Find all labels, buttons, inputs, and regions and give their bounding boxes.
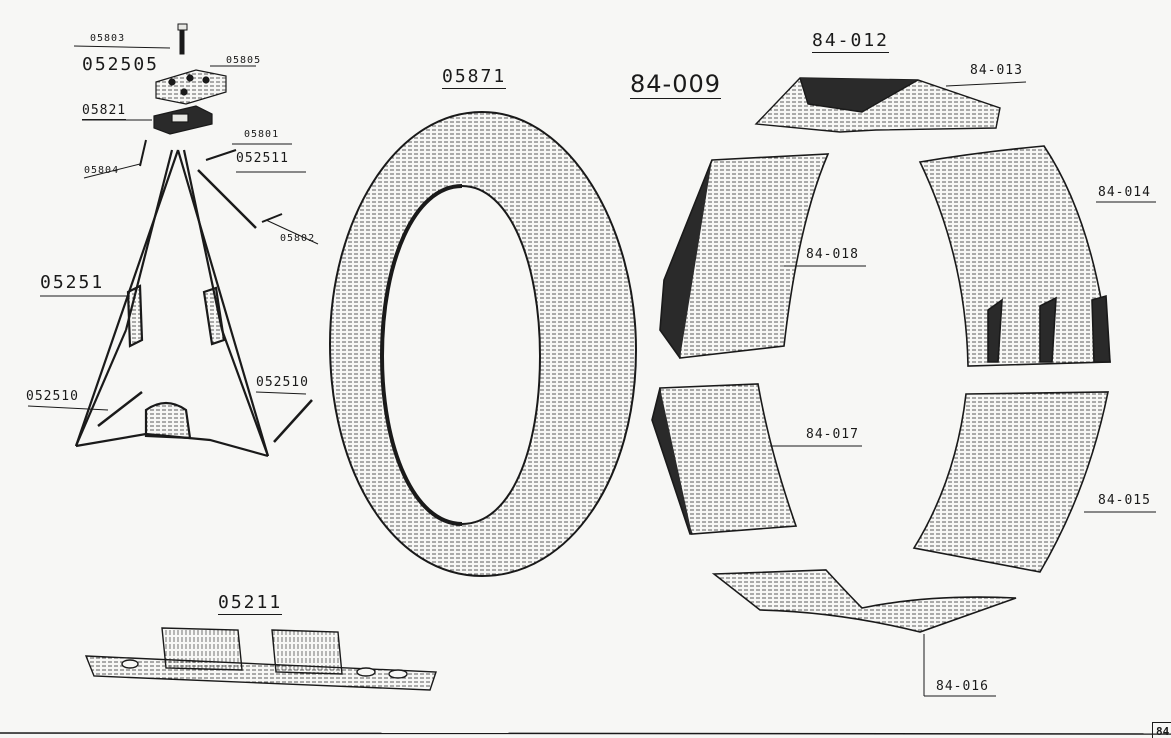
pin-05802: [261, 213, 283, 223]
label-052505: 052505: [82, 54, 160, 75]
label-84-017: 84-017: [806, 427, 859, 442]
label-052511: 052511: [236, 151, 289, 166]
assembly-title: 84-009: [630, 70, 722, 99]
leader-lines: [27, 45, 1156, 697]
label-05802: 05802: [280, 233, 316, 244]
bolt-05804: [139, 139, 147, 167]
label-05251: 05251: [40, 272, 105, 293]
clamp-block-05805: [155, 69, 227, 105]
label-84-013: 84-013: [970, 63, 1023, 78]
label-05821: 05821: [82, 103, 127, 120]
a-frame-05251: [74, 149, 270, 458]
label-05801: 05801: [244, 129, 280, 140]
label-84-016: 84-016: [936, 679, 989, 694]
label-052510-left: 052510: [26, 389, 79, 404]
strut-052511: [197, 169, 257, 229]
clamp-base-05821: [153, 105, 213, 135]
pin-05801: [205, 149, 237, 161]
strut-052510-right: [273, 399, 313, 443]
label-052510-right: 052510: [256, 375, 309, 390]
panel-84-015: [912, 391, 1109, 573]
label-84-018: 84-018: [806, 247, 859, 262]
strut-052510-left: [97, 391, 143, 427]
label-84-015: 84-015: [1098, 493, 1151, 508]
label-84-014: 84-014: [1098, 185, 1151, 200]
label-05871: 05871: [442, 66, 507, 89]
page-number: 84: [1152, 722, 1171, 738]
ring-05871: [328, 110, 638, 578]
label-05211: 05211: [218, 592, 283, 615]
bottom-rule: [0, 732, 1171, 735]
panel-84-014: [918, 145, 1111, 367]
panel-84-017: [651, 383, 798, 535]
label-05804: 05804: [84, 165, 120, 176]
label-05805: 05805: [226, 55, 262, 66]
label-84-012: 84-012: [812, 30, 890, 53]
bolt-05803: [177, 23, 188, 55]
panel-84-016: [711, 569, 1017, 633]
panel-84-018: [659, 153, 830, 359]
rail-05211: [84, 627, 437, 691]
label-05803: 05803: [90, 33, 126, 44]
panel-84-012: [754, 77, 1001, 133]
